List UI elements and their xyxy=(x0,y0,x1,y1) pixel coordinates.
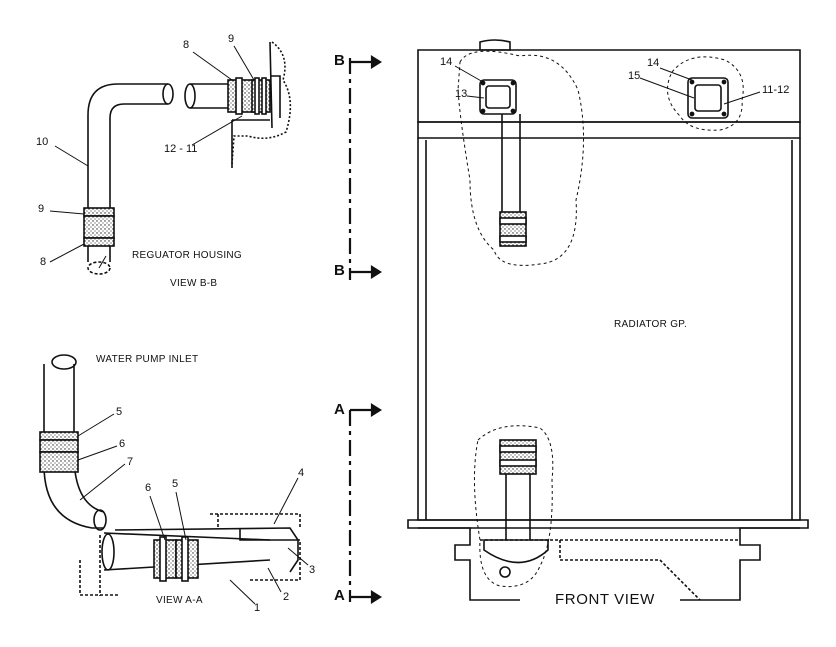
section-line-a xyxy=(348,403,383,604)
callout-2: 2 xyxy=(283,591,290,603)
callout-14-right: 14 xyxy=(647,57,660,69)
view-aa-caption: VIEW A-A xyxy=(156,595,203,606)
leader-lines xyxy=(49,45,761,605)
clamp-5-aa xyxy=(181,536,189,582)
callout-13: 13 xyxy=(455,88,468,100)
front-view-caption: FRONT VIEW xyxy=(555,591,655,608)
clamp-5-aa-top xyxy=(39,431,79,441)
clamp-9-bb xyxy=(83,207,115,217)
label-radiator: RADIATOR GP. xyxy=(614,319,688,330)
upper-right-cover xyxy=(687,77,729,119)
callout-7: 7 xyxy=(127,456,134,468)
detail-cloud-outlines xyxy=(457,50,744,588)
lower-inlet xyxy=(483,439,549,578)
clamp-6-aa-top xyxy=(39,451,79,473)
callout-11-12: 11-12 xyxy=(762,84,790,96)
view-bb-drawing xyxy=(83,41,292,275)
hose-10 xyxy=(87,83,168,262)
callout-10: 10 xyxy=(36,136,49,148)
radiator-front-view xyxy=(407,39,809,601)
callout-9-bb-top: 9 xyxy=(228,33,235,45)
callout-8-bb-top: 8 xyxy=(183,39,190,51)
callout-9-bb: 9 xyxy=(38,203,45,215)
callout-5-aa-top: 5 xyxy=(116,406,123,418)
clamp-8-bb xyxy=(83,237,115,247)
section-mark-a-bottom: A xyxy=(334,587,345,604)
callout-6-aa-top: 6 xyxy=(119,438,126,450)
callout-5-aa: 5 xyxy=(172,478,179,490)
callout-4: 4 xyxy=(298,467,305,479)
view-aa-drawing xyxy=(39,354,301,596)
section-mark-b-top: B xyxy=(334,52,345,69)
callout-1: 1 xyxy=(254,602,261,614)
callout-6-aa: 6 xyxy=(145,482,152,494)
upper-outlet xyxy=(479,79,527,247)
label-reguator-housing: REGUATOR HOUSING xyxy=(132,250,242,261)
section-line-b xyxy=(348,55,383,280)
view-bb-caption: VIEW B-B xyxy=(170,278,218,289)
callout-12-11: 12 - 11 xyxy=(164,143,198,155)
callout-15: 15 xyxy=(628,70,641,82)
label-water-pump-inlet: WATER PUMP INLET xyxy=(96,354,199,365)
callout-8-bb: 8 xyxy=(40,256,47,268)
section-mark-b-bottom: B xyxy=(334,262,345,279)
callout-3: 3 xyxy=(309,564,316,576)
section-mark-a-top: A xyxy=(334,401,345,418)
callout-14-left: 14 xyxy=(440,56,453,68)
